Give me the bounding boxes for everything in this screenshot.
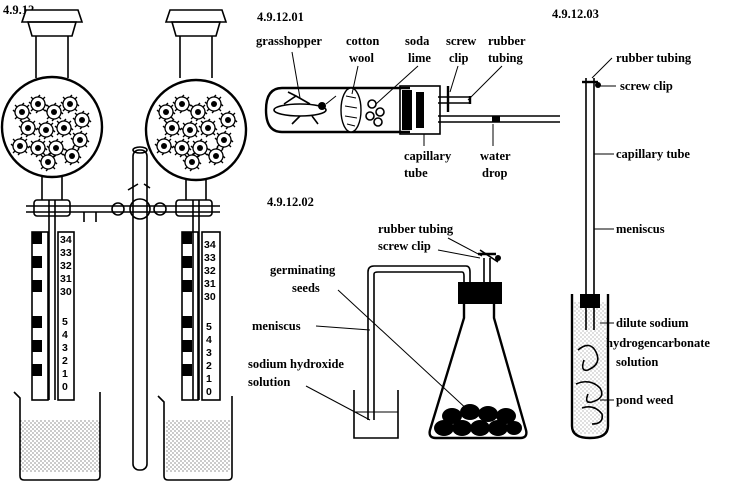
svg-text:screw clip: screw clip bbox=[378, 239, 431, 253]
svg-text:30: 30 bbox=[204, 291, 216, 303]
svg-text:0: 0 bbox=[206, 386, 212, 398]
svg-text:5: 5 bbox=[206, 321, 212, 333]
figure-label-02: 4.9.12.02 bbox=[267, 195, 314, 209]
right-beaker bbox=[158, 396, 232, 480]
svg-text:water: water bbox=[480, 149, 511, 163]
svg-text:2: 2 bbox=[206, 360, 212, 372]
svg-text:wool: wool bbox=[349, 51, 375, 65]
conical-flask bbox=[430, 250, 527, 438]
svg-text:grasshopper: grasshopper bbox=[256, 34, 322, 48]
svg-text:seeds: seeds bbox=[292, 281, 320, 295]
svg-text:34: 34 bbox=[204, 239, 216, 251]
right-flask: 34 33 32 31 30 5 4 3 2 1 0 bbox=[146, 10, 246, 480]
svg-text:clip: clip bbox=[449, 51, 468, 65]
grasshopper bbox=[274, 92, 336, 124]
left-scale-upper: 34 33 32 31 30 bbox=[60, 234, 72, 298]
svg-text:screw: screw bbox=[446, 34, 476, 48]
svg-text:0: 0 bbox=[62, 381, 68, 393]
svg-text:33: 33 bbox=[204, 252, 216, 264]
flask-bung bbox=[458, 282, 502, 304]
svg-text:hydrogencarbonate: hydrogencarbonate bbox=[606, 336, 710, 350]
svg-text:31: 31 bbox=[60, 273, 72, 285]
left-scale-ticks bbox=[32, 232, 42, 376]
left-stopper-base bbox=[28, 22, 76, 36]
soda-lime bbox=[366, 100, 384, 126]
svg-text:34: 34 bbox=[60, 234, 72, 246]
svg-text:pond weed: pond weed bbox=[616, 393, 673, 407]
svg-text:capillary tube: capillary tube bbox=[616, 147, 690, 161]
svg-text:30: 30 bbox=[60, 286, 72, 298]
svg-text:tubing: tubing bbox=[488, 51, 523, 65]
figure-01: 4.9.12.01 grasshopper cotton wool soda l… bbox=[256, 10, 560, 180]
svg-text:cotton: cotton bbox=[346, 34, 379, 48]
svg-text:drop: drop bbox=[482, 166, 508, 180]
retort-stand-rod bbox=[133, 150, 147, 470]
left-beaker bbox=[14, 392, 100, 480]
grasshopper-tube bbox=[266, 88, 410, 132]
water-drop bbox=[492, 116, 500, 122]
svg-text:4: 4 bbox=[62, 329, 68, 341]
main-apparatus: 4.9.12 bbox=[2, 3, 246, 480]
svg-text:rubber: rubber bbox=[488, 34, 526, 48]
svg-text:germinating: germinating bbox=[270, 263, 336, 277]
left-stopper bbox=[22, 10, 82, 22]
svg-text:meniscus: meniscus bbox=[616, 222, 665, 236]
figure-03: 4.9.12.03 rubber tubing screw clip capil… bbox=[552, 7, 710, 438]
svg-text:33: 33 bbox=[60, 247, 72, 259]
svg-text:lime: lime bbox=[408, 51, 431, 65]
svg-text:solution: solution bbox=[616, 355, 658, 369]
left-scale-lower: 5 4 3 2 1 0 bbox=[62, 316, 68, 393]
right-scale-upper: 34 33 32 31 30 bbox=[204, 239, 216, 303]
figure-label-03: 4.9.12.03 bbox=[552, 7, 599, 21]
svg-text:3: 3 bbox=[62, 342, 68, 354]
figure-label-01: 4.9.12.01 bbox=[257, 10, 304, 24]
naoh-beaker bbox=[354, 390, 398, 438]
right-scale-ticks bbox=[182, 232, 192, 376]
svg-text:1: 1 bbox=[62, 368, 68, 380]
svg-text:screw clip: screw clip bbox=[620, 79, 673, 93]
svg-text:31: 31 bbox=[204, 278, 216, 290]
svg-text:soda: soda bbox=[405, 34, 430, 48]
screw-clip-03 bbox=[595, 82, 601, 88]
svg-text:solution: solution bbox=[248, 375, 290, 389]
svg-text:sodium hydroxide: sodium hydroxide bbox=[248, 357, 344, 371]
svg-text:4: 4 bbox=[206, 334, 212, 346]
right-scale-lower: 5 4 3 2 1 0 bbox=[206, 321, 212, 398]
svg-text:5: 5 bbox=[62, 316, 68, 328]
bent-capillary bbox=[368, 266, 470, 420]
left-flask: 34 33 32 31 30 5 4 3 2 1 0 bbox=[2, 10, 102, 480]
svg-text:2: 2 bbox=[62, 355, 68, 367]
svg-text:32: 32 bbox=[204, 265, 216, 277]
capillary-tube-03 bbox=[586, 78, 594, 330]
svg-text:capillary: capillary bbox=[404, 149, 452, 163]
left-flask-seeds bbox=[11, 95, 91, 171]
svg-text:meniscus: meniscus bbox=[252, 319, 301, 333]
svg-text:1: 1 bbox=[206, 373, 212, 385]
svg-text:rubber tubing: rubber tubing bbox=[378, 222, 454, 236]
svg-text:dilute sodium: dilute sodium bbox=[616, 316, 689, 330]
svg-text:rubber tubing: rubber tubing bbox=[616, 51, 692, 65]
svg-text:32: 32 bbox=[60, 260, 72, 272]
svg-text:tube: tube bbox=[404, 166, 428, 180]
svg-text:3: 3 bbox=[206, 347, 212, 359]
germinating-seeds bbox=[434, 404, 522, 436]
right-flask-seeds bbox=[155, 95, 237, 171]
figure-02: 4.9.12.02 rubber tubing screw clip germi… bbox=[248, 195, 526, 438]
